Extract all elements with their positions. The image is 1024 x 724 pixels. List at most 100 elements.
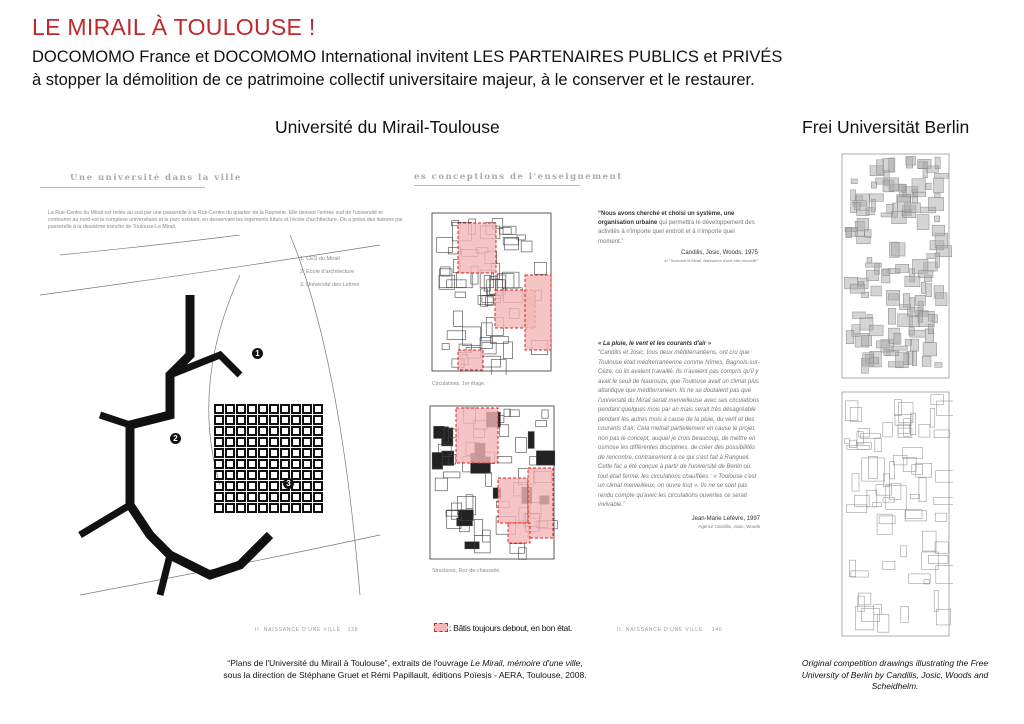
- marker-1: 1: [252, 348, 263, 359]
- highlight-area: [497, 477, 529, 524]
- plan-room: [849, 407, 862, 422]
- building-block: [214, 470, 224, 480]
- plan-room: [503, 341, 513, 359]
- building-block: [269, 481, 279, 491]
- building-block: [247, 492, 257, 502]
- plan-room: [857, 595, 865, 613]
- plan-room: [905, 509, 923, 519]
- plan-room: [900, 545, 907, 558]
- berlin-drawing-bottom: [841, 391, 953, 637]
- building-block: [247, 470, 257, 480]
- plan-room: [440, 266, 451, 277]
- building-block: [236, 415, 246, 425]
- plan-room: [934, 252, 940, 268]
- building-block: [302, 437, 312, 447]
- building-block: [302, 503, 312, 513]
- highlight-area: [455, 407, 499, 464]
- plan-room: [933, 177, 944, 194]
- plan-room: [849, 439, 857, 448]
- plan-room: [446, 330, 466, 340]
- plan-room: [918, 477, 927, 502]
- building-block: [269, 492, 279, 502]
- plan-room: [860, 432, 881, 439]
- plan-room: [881, 268, 891, 284]
- plan-room: [928, 313, 935, 322]
- building-block: [313, 470, 323, 480]
- plan-room: [870, 285, 882, 297]
- building-block: [302, 492, 312, 502]
- plan-room: [916, 214, 930, 230]
- plan-room: [852, 311, 866, 319]
- plan-room: [856, 431, 864, 445]
- highlight-area: [527, 467, 554, 539]
- plan-room: [849, 283, 865, 294]
- plan-room: [518, 547, 527, 560]
- plan-room: [498, 424, 510, 437]
- plan-room: [886, 290, 900, 306]
- building-block: [291, 404, 301, 414]
- building-block: [247, 448, 257, 458]
- plan-room: [885, 485, 907, 510]
- plan-room: [849, 559, 856, 578]
- building-block: [313, 492, 323, 502]
- building-block: [236, 459, 246, 469]
- plan-room: [855, 605, 875, 631]
- plan-room: [866, 269, 879, 281]
- building-block: [225, 448, 235, 458]
- highlight-legend-label: : Bâtis toujours debout, en bon état.: [449, 623, 573, 633]
- plan-room: [861, 608, 880, 622]
- intro-line-2: à stopper la démolition de ce patrimoine…: [32, 71, 755, 89]
- plan-room: [905, 156, 916, 166]
- quote1-rest: qui permettra le développement des activ…: [598, 220, 755, 245]
- building-block: [291, 415, 301, 425]
- building-block: [302, 415, 312, 425]
- plan-room: [861, 457, 885, 482]
- plan-room: [933, 429, 950, 438]
- plan-room: [520, 240, 533, 253]
- building-block: [258, 459, 268, 469]
- plan-room: [910, 494, 920, 500]
- plan-circulations: [431, 212, 552, 375]
- building-block: [280, 459, 290, 469]
- section-heading-berlin: Frei Universität Berlin: [802, 117, 970, 137]
- plan-room: [877, 613, 890, 633]
- plan-room: [850, 178, 858, 184]
- quote1-source: in “Toulouse le Mirail, Naissance d'une …: [664, 258, 758, 264]
- building-block: [225, 481, 235, 491]
- plan-room: [443, 471, 461, 479]
- page138-heading: Une université dans la ville: [70, 173, 242, 183]
- plan-room: [908, 316, 920, 327]
- plan-room: [882, 560, 896, 570]
- plan-room: [533, 262, 547, 275]
- plan-room: [869, 324, 884, 337]
- building-block: [280, 415, 290, 425]
- page140-heading: es conceptions de l'enseignement: [414, 172, 623, 182]
- building-block: [313, 448, 323, 458]
- road-line: [40, 244, 381, 296]
- plan-room: [917, 310, 923, 323]
- plan-room: [904, 339, 913, 346]
- quote-2: « La pluie, le vent et les courants d'ai…: [598, 340, 760, 530]
- building-block: [269, 503, 279, 513]
- plan2-caption: Structures, Rez-de-chaussée.: [432, 568, 501, 574]
- building-block: [291, 503, 301, 513]
- building-block: [291, 426, 301, 436]
- plan-room: [439, 268, 453, 289]
- plan-room: [481, 342, 497, 355]
- building-block: [313, 415, 323, 425]
- section-heading-mirail: Université du Mirail-Toulouse: [275, 117, 500, 137]
- plan-room: [935, 470, 953, 483]
- plan-room: [856, 218, 869, 232]
- plan-room: [854, 202, 861, 210]
- plan-room: [856, 236, 871, 245]
- plan-room: [915, 295, 926, 306]
- plan-room: [915, 462, 933, 478]
- building-block: [269, 415, 279, 425]
- plan-room: [485, 472, 492, 487]
- plan-room: [929, 408, 936, 428]
- plan-room: [509, 409, 520, 417]
- plan-room: [846, 504, 868, 513]
- footer-text: II. NAISSANCE D'UNE VILLE: [255, 627, 341, 633]
- footer-text: II. NAISSANCE D'UNE VILLE: [617, 627, 703, 633]
- building-block: [280, 503, 290, 513]
